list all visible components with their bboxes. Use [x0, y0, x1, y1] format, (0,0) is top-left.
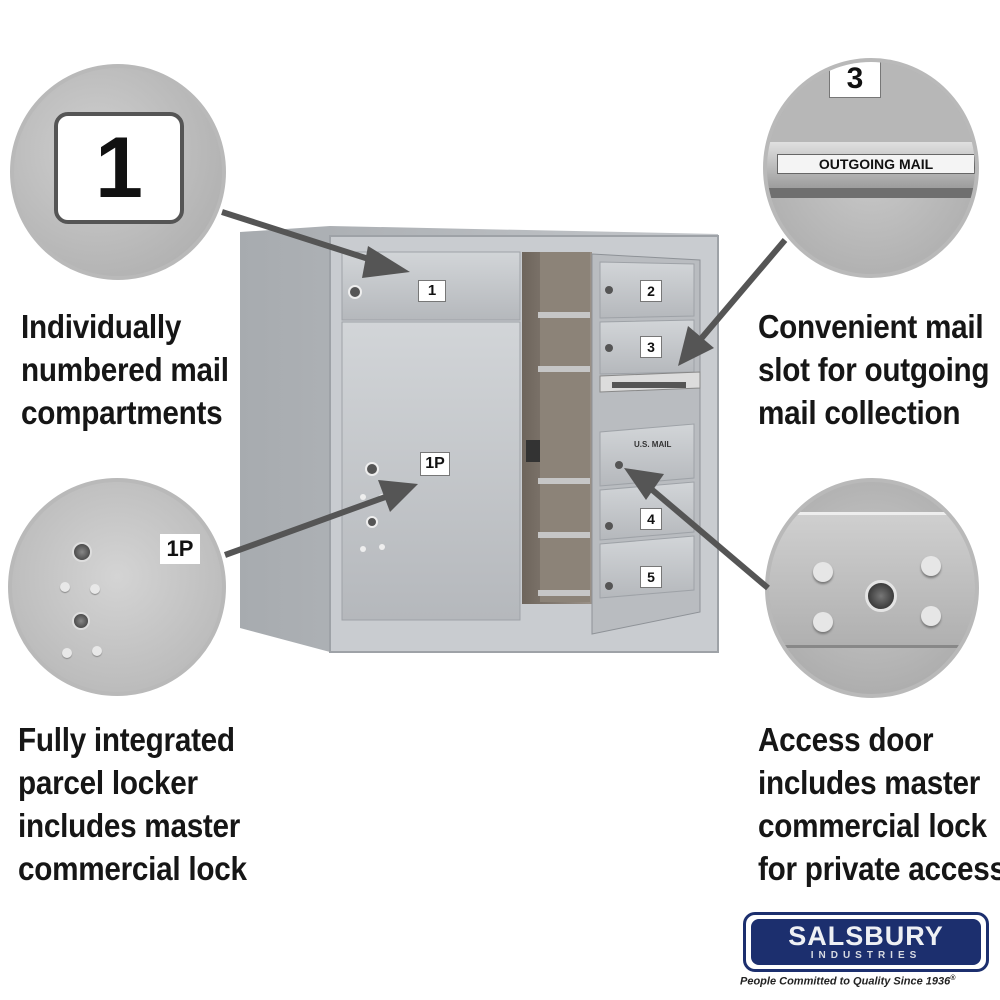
logo-plate [751, 919, 981, 965]
shelf [538, 590, 590, 596]
salsbury-logo: SALSBURY INDUSTRIES [743, 912, 989, 972]
arrow-head-icon [624, 468, 664, 500]
usmail-label: U.S. MAIL [634, 440, 672, 449]
rivet-icon [60, 582, 70, 592]
caption-line: includes master [758, 764, 981, 801]
lock-icon [605, 582, 613, 590]
label-compartment-3: 3 [640, 336, 662, 358]
compartment-number-callout: 1 [10, 64, 226, 280]
caption-line: slot for outgoing [758, 351, 990, 388]
shelf [538, 366, 590, 372]
lock-icon [605, 344, 613, 352]
arrow-head-icon [362, 246, 410, 278]
outgoing-slot-flap: OUTGOING MAIL [767, 142, 975, 188]
caption-line: Convenient mail [758, 308, 984, 345]
label-parcel-1p: 1P [420, 452, 450, 476]
lock-icon [366, 516, 378, 528]
lock-icon [605, 286, 613, 294]
label-compartment-2: 2 [640, 280, 662, 302]
rivet-icon [921, 556, 941, 576]
compartment-number-plate: 1 [54, 112, 184, 224]
outgoing-slot-opening [767, 188, 975, 198]
outgoing-number-plate: 3 [829, 62, 881, 98]
rivet-icon [92, 646, 102, 656]
master-lock-icon [72, 542, 92, 562]
shelf [538, 532, 590, 538]
parcel-locker-callout: 1P [8, 478, 226, 696]
rivet-icon [813, 612, 833, 632]
usmail-panel [599, 423, 695, 487]
outgoing-mail-label: OUTGOING MAIL [777, 154, 975, 174]
label-compartment-5: 5 [640, 566, 662, 588]
outgoing-mail-callout: 3 OUTGOING MAIL [763, 58, 979, 278]
interior-back [540, 252, 590, 602]
shelf [538, 478, 590, 484]
rivet-icon [813, 562, 833, 582]
caption-line: compartments [21, 394, 223, 431]
registered-mark: ® [950, 975, 956, 982]
caption-line: Individually [21, 308, 182, 345]
rivet-icon [62, 648, 72, 658]
lock-icon [605, 522, 613, 530]
parcel-lock-icon [365, 462, 379, 476]
parcel-label: 1P [160, 534, 200, 564]
pointer-arrows [221, 209, 788, 591]
caption-numbered-compartments: Individually numbered mail compartments [21, 305, 229, 434]
lock-icon [72, 612, 90, 630]
slot-opening [612, 382, 686, 388]
logo-name: SALSBURY [788, 921, 944, 951]
brand-tagline: People Committed to Quality Since 1936® [740, 975, 1000, 988]
caption-line: Fully integrated [18, 721, 235, 758]
label-compartment-4: 4 [640, 508, 662, 530]
caption-line: numbered mail [21, 351, 229, 388]
arrow-head-icon [378, 480, 418, 512]
caption-outgoing-slot: Convenient mail slot for outgoing mail c… [758, 305, 990, 434]
master-commercial-lock-icon [865, 580, 897, 612]
caption-line: parcel locker [18, 764, 198, 801]
access-door-callout [765, 478, 979, 698]
arrow-to-parcel-locker [223, 493, 390, 558]
arrow-head-icon [678, 326, 714, 366]
caption-line: commercial lock [758, 807, 987, 844]
rivet-icon [360, 494, 366, 500]
rivet-icon [921, 606, 941, 626]
rivet-icon [379, 544, 385, 550]
caption-line: mail collection [758, 394, 961, 431]
tagline-text: People Committed to Quality Since 1936 [740, 975, 951, 988]
label-compartment-1: 1 [418, 280, 446, 302]
caption-access-door: Access door includes master commercial l… [758, 718, 1000, 890]
hinge-latch-icon [526, 440, 540, 462]
rivet-icon [360, 546, 366, 552]
arrow-to-outgoing-slot [697, 238, 788, 342]
arrow-to-compartment-1 [221, 209, 379, 265]
lock-icon [348, 285, 362, 299]
master-lock-icon [615, 461, 623, 469]
caption-line: commercial lock [18, 850, 247, 887]
caption-line: Access door [758, 721, 934, 758]
caption-parcel-locker: Fully integrated parcel locker includes … [18, 718, 247, 890]
rivet-icon [90, 584, 100, 594]
access-door-panel [769, 512, 975, 648]
logo-sub: INDUSTRIES [810, 950, 922, 961]
arrow-to-access-door [648, 485, 770, 591]
caption-line: includes master [18, 807, 241, 844]
shelf [538, 312, 590, 318]
caption-line: for private access [758, 850, 1000, 887]
